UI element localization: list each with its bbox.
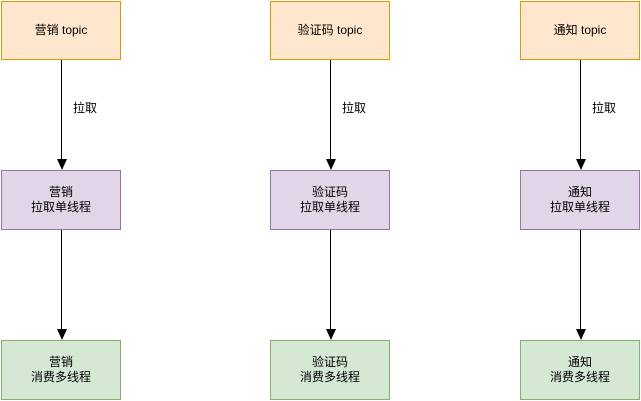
- marketing-consume-arrowhead-icon: [56, 329, 67, 340]
- notification-topic-node: 通知 topic: [520, 1, 640, 60]
- marketing-consume-arrow-line: [61, 230, 62, 329]
- marketing-pull-thread-node: 营销 拉取单线程: [1, 170, 121, 230]
- verification-code-pull-thread-label: 验证码 拉取单线程: [299, 185, 360, 214]
- marketing-pull-thread-label: 营销 拉取单线程: [30, 185, 91, 214]
- notification-pull-edge-label: 拉取: [591, 101, 618, 116]
- notification-pull-arrow-line: [580, 60, 581, 160]
- column-verification-code: 验证码 topic 拉取 验证码 拉取单线程 验证码 消费多线程: [270, 0, 390, 401]
- marketing-pull-edge-label: 拉取: [72, 101, 99, 116]
- verification-code-consume-threads-node: 验证码 消费多线程: [270, 340, 390, 400]
- notification-consume-arrow-line: [580, 230, 581, 329]
- verification-code-pull-thread-node: 验证码 拉取单线程: [270, 170, 390, 230]
- verification-code-pull-arrowhead-icon: [325, 159, 336, 170]
- marketing-pull-arrow-line: [61, 60, 62, 160]
- notification-consume-arrowhead-icon: [575, 329, 586, 340]
- marketing-consume-threads-node: 营销 消费多线程: [1, 340, 121, 400]
- verification-code-pull-edge-label: 拉取: [341, 101, 368, 116]
- verification-code-consume-arrowhead-icon: [325, 329, 336, 340]
- verification-code-consume-arrow-line: [330, 230, 331, 329]
- notification-consume-threads-node: 通知 消费多线程: [520, 340, 640, 400]
- notification-topic-label: 通知 topic: [553, 23, 607, 37]
- notification-consume-threads-label: 通知 消费多线程: [549, 355, 610, 384]
- column-notification: 通知 topic 拉取 通知 拉取单线程 通知 消费多线程: [520, 0, 640, 401]
- marketing-consume-threads-label: 营销 消费多线程: [30, 355, 91, 384]
- notification-pull-thread-label: 通知 拉取单线程: [549, 185, 610, 214]
- marketing-pull-arrowhead-icon: [56, 159, 67, 170]
- marketing-topic-node: 营销 topic: [1, 1, 121, 60]
- marketing-topic-label: 营销 topic: [34, 23, 88, 37]
- verification-code-consume-threads-label: 验证码 消费多线程: [299, 355, 360, 384]
- notification-pull-thread-node: 通知 拉取单线程: [520, 170, 640, 230]
- column-marketing: 营销 topic 拉取 营销 拉取单线程 营销 消费多线程: [1, 0, 121, 401]
- verification-code-topic-label: 验证码 topic: [297, 23, 363, 37]
- verification-code-pull-arrow-line: [330, 60, 331, 160]
- verification-code-topic-node: 验证码 topic: [270, 1, 390, 60]
- notification-pull-arrowhead-icon: [575, 159, 586, 170]
